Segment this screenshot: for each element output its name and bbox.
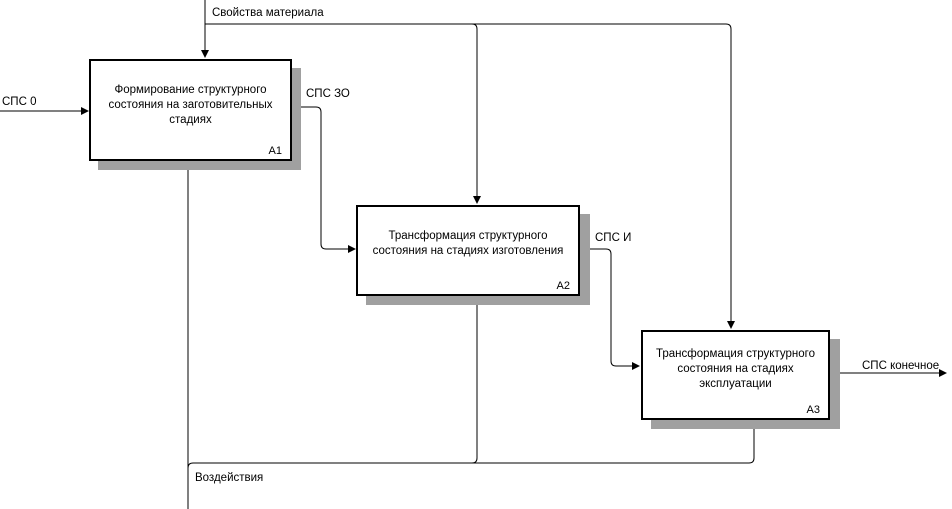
box-a2-id: A2: [556, 280, 570, 292]
output-label: СПС конечное: [862, 360, 940, 372]
box-a2[interactable]: Трансформация структурного состояния на …: [356, 205, 580, 296]
a2-a3-label: СПС И: [595, 232, 632, 244]
box-a3[interactable]: Трансформация структурного состояния на …: [641, 330, 830, 420]
box-a3-title: Трансформация структурного состояния на …: [656, 348, 815, 390]
box-a2-title: Трансформация структурного состояния на …: [372, 230, 564, 257]
flow-arrow-a1-a2: [292, 106, 356, 253]
mechanism-arrow-a2: [187, 296, 481, 469]
mechanism-arrow-a3: [472, 420, 758, 464]
box-a3-id: A3: [806, 404, 820, 416]
input-label: СПС 0: [2, 96, 37, 108]
a1-a2-label: СПС ЗО: [306, 88, 350, 100]
box-a1-id: A1: [268, 145, 282, 157]
mechanism-label: Воздействия: [195, 472, 264, 484]
control-arrow-a3: [472, 23, 735, 329]
flow-arrow-a2-a3: [580, 248, 640, 370]
box-a1-title: Формирование структурного состояния на з…: [108, 84, 273, 126]
control-label: Свойства материала: [212, 7, 324, 19]
box-a1[interactable]: Формирование структурного состояния на з…: [89, 59, 292, 161]
